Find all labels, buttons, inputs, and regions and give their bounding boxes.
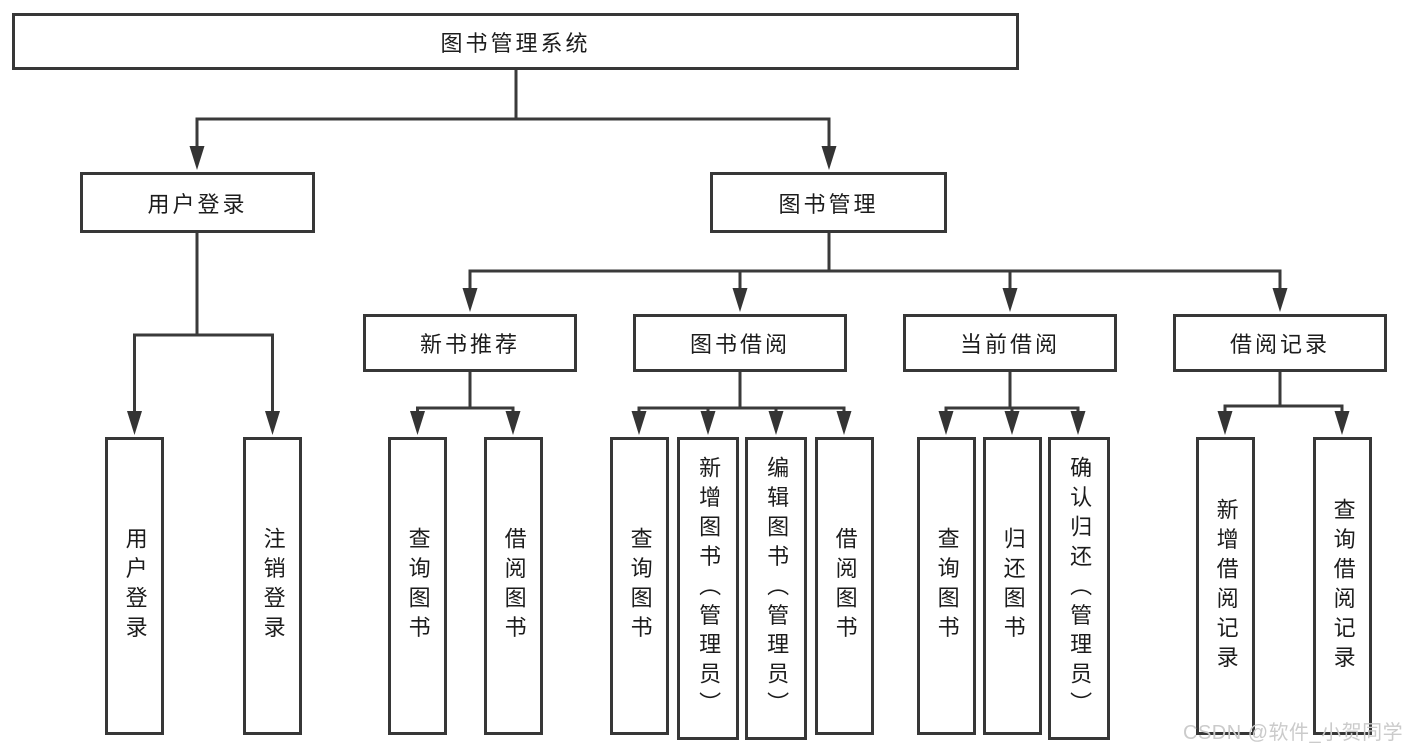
leaf-add-borrow-record-label: 新增借阅记录	[1213, 497, 1239, 675]
leaf-return-books: 归还图书	[983, 437, 1042, 735]
leaf-logout-label: 注销登录	[260, 527, 286, 645]
leaf-edit-book-admin: 编辑图书（管理员）	[745, 437, 807, 740]
node-root: 图书管理系统	[12, 13, 1019, 70]
node-book-borrowing: 图书借阅	[633, 314, 847, 372]
leaf-query-books-recommend-label: 查询图书	[405, 527, 431, 645]
node-user-login: 用户登录	[80, 172, 315, 233]
leaf-query-books-current: 查询图书	[917, 437, 976, 735]
leaf-edit-book-admin-label: 编辑图书（管理员）	[764, 455, 790, 722]
leaf-user-login-label: 用户登录	[122, 527, 148, 645]
leaf-return-books-label: 归还图书	[1000, 527, 1026, 645]
leaf-query-books-borrow: 查询图书	[610, 437, 669, 735]
leaf-query-books-borrow-label: 查询图书	[627, 527, 653, 645]
csdn-watermark: CSDN @软件_小贺同学	[1183, 722, 1404, 744]
leaf-add-book-admin: 新增图书（管理员）	[677, 437, 739, 740]
leaf-query-books-current-label: 查询图书	[934, 527, 960, 645]
node-current-borrowing: 当前借阅	[903, 314, 1117, 372]
leaf-confirm-return-admin-label: 确认归还（管理员）	[1067, 455, 1093, 722]
leaf-add-borrow-record: 新增借阅记录	[1196, 437, 1255, 735]
leaf-borrow-books-recommend: 借阅图书	[484, 437, 543, 735]
leaf-query-borrow-record-label: 查询借阅记录	[1330, 497, 1356, 675]
node-new-book-recommendation: 新书推荐	[363, 314, 577, 372]
leaf-borrow-books: 借阅图书	[815, 437, 874, 735]
leaf-query-books-recommend: 查询图书	[388, 437, 447, 735]
leaf-borrow-books-recommend-label: 借阅图书	[501, 527, 527, 645]
leaf-add-book-admin-label: 新增图书（管理员）	[696, 455, 722, 722]
node-borrowing-records: 借阅记录	[1173, 314, 1387, 372]
leaf-confirm-return-admin: 确认归还（管理员）	[1048, 437, 1110, 740]
node-book-management: 图书管理	[710, 172, 947, 233]
leaf-borrow-books-label: 借阅图书	[832, 527, 858, 645]
leaf-user-login: 用户登录	[105, 437, 164, 735]
leaf-logout: 注销登录	[243, 437, 302, 735]
leaf-query-borrow-record: 查询借阅记录	[1313, 437, 1372, 735]
